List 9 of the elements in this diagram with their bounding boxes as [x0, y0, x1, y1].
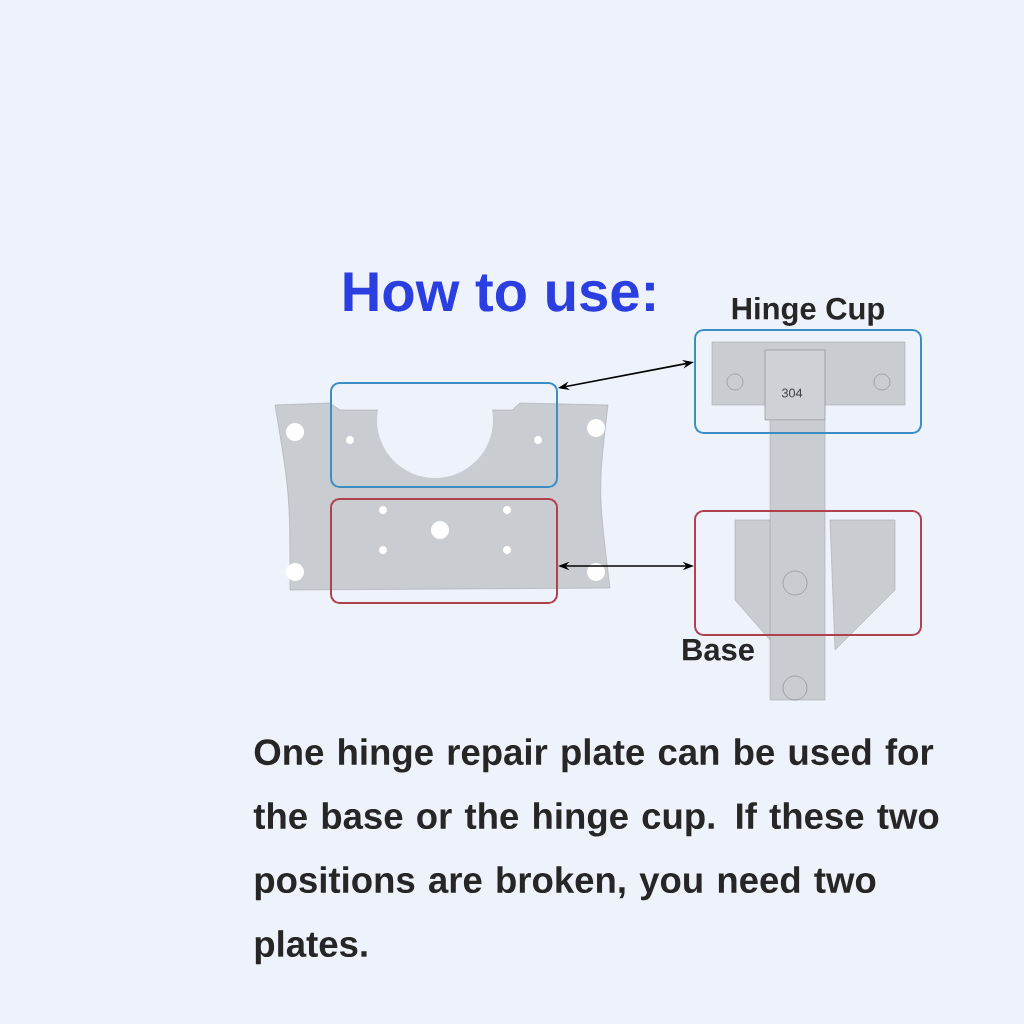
highlight-box: [330, 498, 558, 604]
highlight-box: [683, 510, 922, 661]
title: How to use:: [344, 272, 654, 312]
part-label: Hinge Cup: [732, 296, 885, 326]
part-label: Base: [683, 639, 754, 661]
stamped-number: 304: [781, 388, 803, 398]
highlight-box: [330, 382, 558, 488]
description-text: One hinge repair plate can be used for the base or the hinge cup. If these two positions are broken, you need two plates.: [253, 738, 939, 965]
highlight-box: [694, 296, 922, 434]
